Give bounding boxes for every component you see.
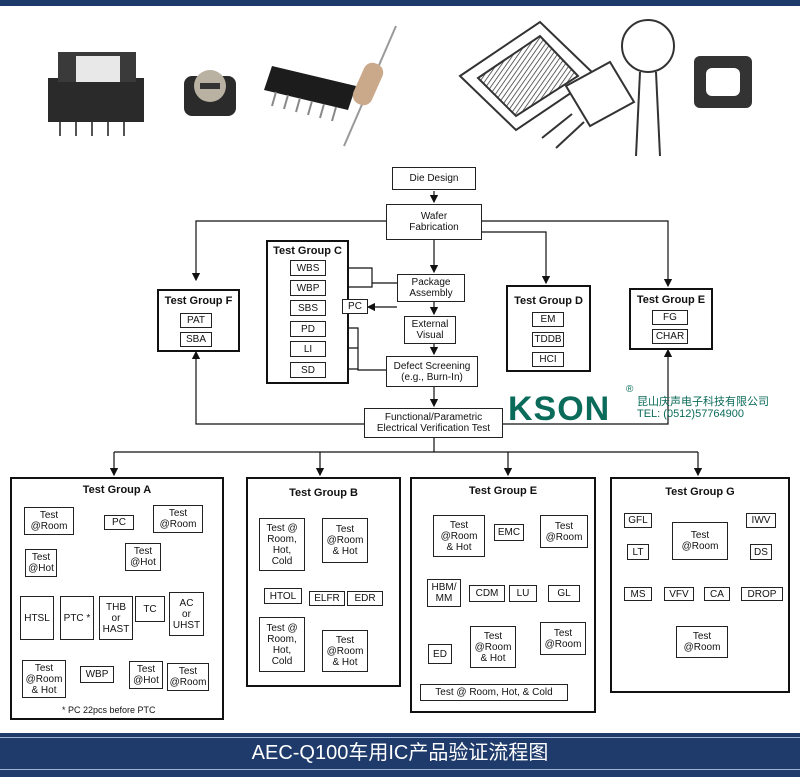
group-e-bottom: Test @ Room, Hot, & Cold — [420, 684, 568, 701]
functional-verification-box: Functional/Parametric Electrical Verific… — [364, 408, 503, 438]
group-b-test-room-hot-cold: Test @ Room, Hot, Cold — [259, 518, 305, 571]
group-a-thb: THB or HAST — [99, 596, 133, 640]
electrolytic-capacitor-image — [541, 60, 636, 149]
external-visual-box: External Visual — [404, 316, 456, 344]
group-b-edr: EDR — [347, 591, 383, 606]
group-b-title: Test Group B — [289, 487, 358, 499]
group-a-test-room-2: Test @Room — [153, 505, 203, 533]
group-e-cdm: CDM — [469, 585, 505, 602]
group-e-ed: ED — [428, 644, 452, 664]
group-b-elfr: ELFR — [309, 591, 345, 606]
group-e-gl: GL — [548, 585, 580, 602]
disc-capacitor-image — [621, 19, 675, 157]
group-e-title: Test Group E — [468, 485, 538, 497]
group-g-drop: DROP — [741, 587, 783, 601]
group-a-pc: PC — [104, 515, 134, 530]
smd-component-image — [694, 56, 752, 108]
registered-mark: ® — [626, 384, 634, 395]
group-a-tc: TC — [135, 596, 165, 622]
group-a-note: * PC 22pcs before PTC — [62, 705, 156, 715]
group-e-lu: LU — [509, 585, 537, 602]
footer-title: AEC-Q100车用IC产品验证流程图 — [0, 737, 800, 770]
group-a-test-hot-bottom: Test @Hot — [129, 661, 163, 689]
group-b-test-room-hot-2: Test @Room & Hot — [322, 630, 368, 672]
group-a-ac: AC or UHST — [169, 592, 204, 636]
company-tel: TEL: (0512)57764900 — [637, 408, 745, 420]
group-e-test-room-2: Test @Room — [540, 622, 586, 655]
group-c-item: LI — [290, 341, 326, 357]
group-g-ds: DS — [750, 544, 772, 560]
trimmer-image — [184, 70, 236, 116]
group-g-test-room-2: Test @Room — [676, 626, 728, 658]
group-a-test-hot-mid: Test @Hot — [125, 543, 161, 571]
group-a-test-hot-left: Test @Hot — [25, 549, 57, 577]
group-g-lt: LT — [627, 544, 649, 560]
group-g-test-room: Test @Room — [672, 522, 728, 560]
group-g-vfv: VFV — [664, 587, 694, 601]
group-a-ptc: PTC * — [60, 596, 94, 640]
group-a-test-room-bottom: Test @Room — [167, 663, 209, 691]
group-b-htol: HTOL — [264, 588, 302, 604]
group-d-item: TDDB — [532, 332, 564, 347]
group-e-hbm-mm: HBM/ MM — [427, 579, 461, 607]
group-a-title: Test Group A — [82, 484, 152, 496]
group-c-item: WBP — [290, 280, 326, 296]
pc-box: PC — [342, 299, 368, 314]
transformer-image — [48, 52, 144, 136]
group-e-top-item: FG — [652, 310, 688, 325]
group-a-htsl: HTSL — [20, 596, 54, 640]
dip-ic-image — [264, 66, 356, 122]
group-c-title: Test Group C — [273, 245, 342, 257]
group-a-wbp: WBP — [80, 666, 114, 683]
group-b-test-room-hot: Test @Room & Hot — [322, 518, 368, 563]
test-group-g: Test Group G — [610, 477, 790, 693]
group-c-item: WBS — [290, 260, 326, 276]
defect-screening-box: Defect Screening (e.g., Burn-In) — [386, 356, 478, 387]
resistor-image — [343, 25, 397, 147]
group-e-top-title: Test Group E — [636, 294, 706, 306]
group-d-item: HCI — [532, 352, 564, 367]
group-e-emc: EMC — [494, 524, 524, 541]
group-g-gfl: GFL — [624, 513, 652, 528]
group-f-item: PAT — [180, 313, 212, 328]
component-images — [48, 19, 752, 157]
group-e-top-item: CHAR — [652, 329, 688, 344]
group-e-test-room-hot-2: Test @Room & Hot — [470, 626, 516, 668]
group-f-title: Test Group F — [164, 295, 233, 307]
group-e-test-room-hot: Test @Room & Hot — [433, 515, 485, 557]
group-a-test-room: Test @Room — [24, 507, 74, 535]
group-g-iwv: IWV — [746, 513, 776, 528]
wafer-fabrication-box: Wafer Fabrication — [386, 204, 482, 240]
group-g-ca: CA — [704, 587, 730, 601]
package-assembly-box: Package Assembly — [397, 274, 465, 302]
group-d-item: EM — [532, 312, 564, 327]
group-e-test-room: Test @Room — [540, 515, 588, 548]
group-c-item: SD — [290, 362, 326, 378]
kson-logo: KSON — [508, 390, 611, 428]
group-g-ms: MS — [624, 587, 652, 601]
group-a-test-room-hot: Test @Room & Hot — [22, 660, 66, 698]
group-f-item: SBA — [180, 332, 212, 347]
die-design-box: Die Design — [392, 167, 476, 190]
top-bar — [0, 0, 800, 6]
group-d-title: Test Group D — [514, 295, 583, 307]
group-c-item: SBS — [290, 300, 326, 316]
group-c-item: PD — [290, 321, 326, 337]
group-g-title: Test Group G — [665, 486, 735, 498]
company-name: 昆山庆声电子科技有限公司 — [637, 396, 769, 408]
group-b-test-room-hot-cold-2: Test @ Room, Hot, Cold — [259, 617, 305, 672]
